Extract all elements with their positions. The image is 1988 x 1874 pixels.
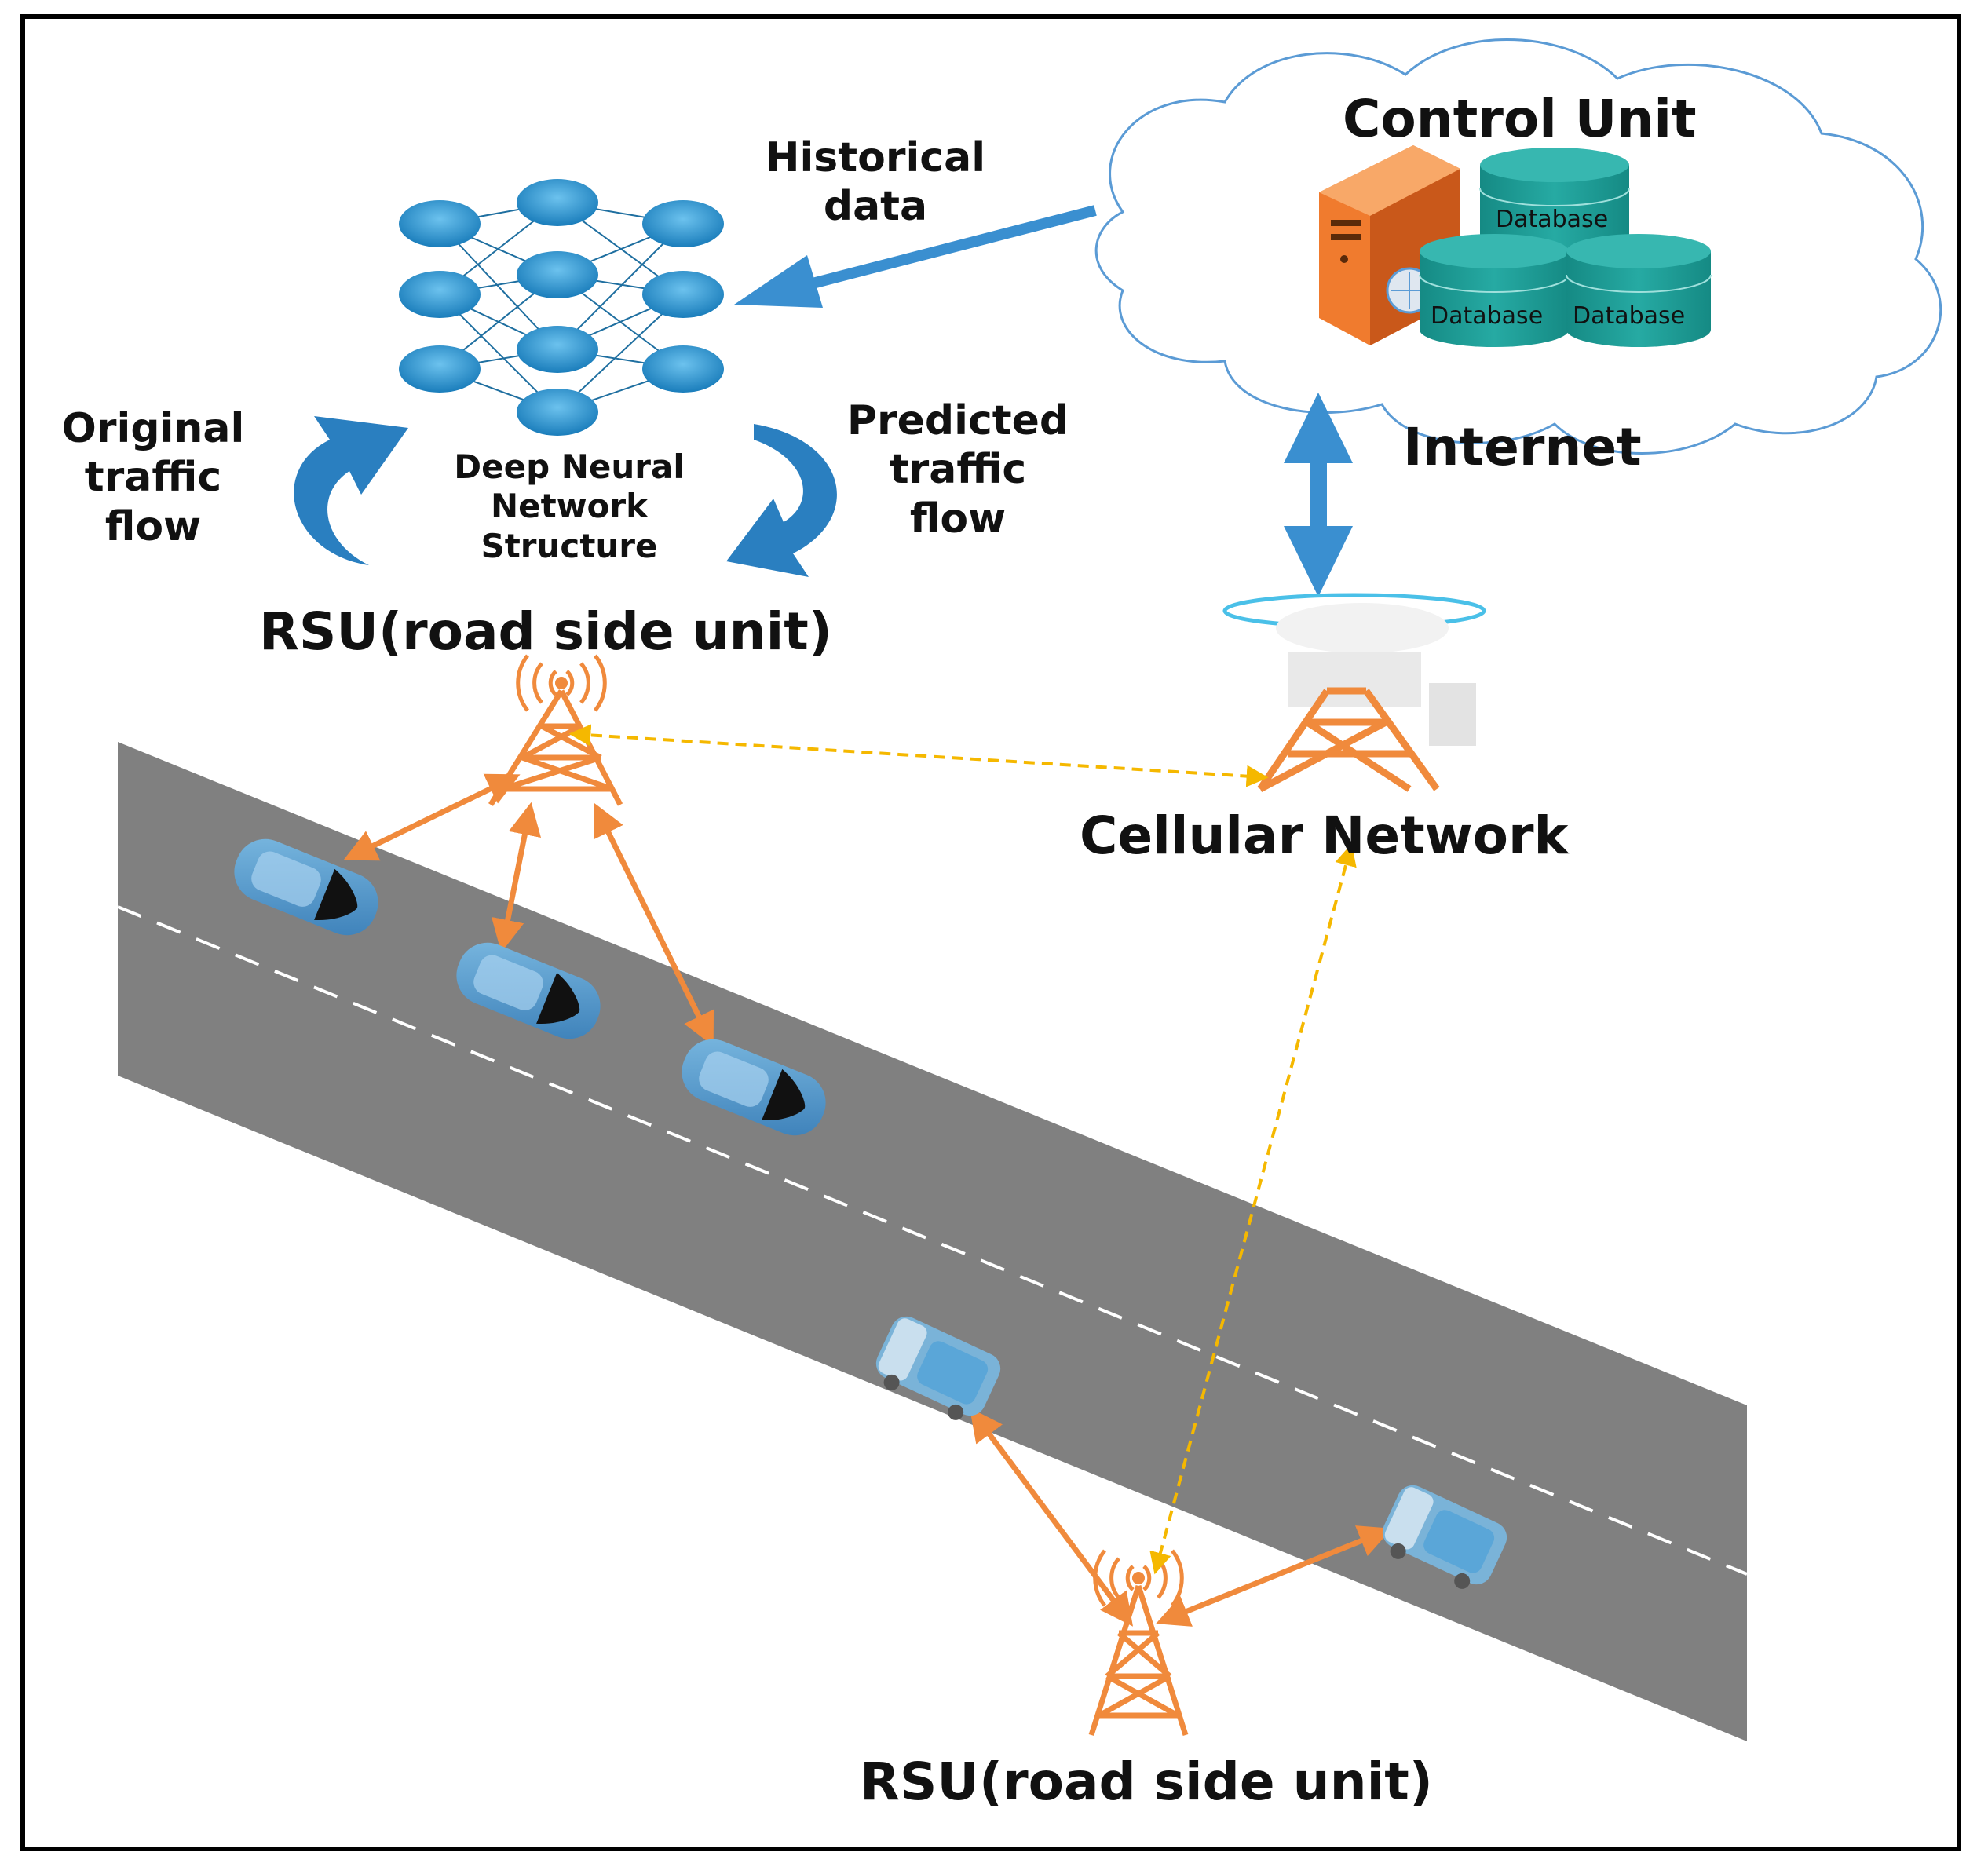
internet-label: Internet [1403,417,1642,477]
cellular-links [568,724,1357,1575]
dnn-line: Network [490,487,648,526]
control-unit-label: Control Unit [1343,89,1697,149]
dnn-label: Deep Neural Network Structure [424,447,714,566]
database-icon [1479,148,1630,257]
database-label: Database [1573,302,1686,330]
dnn-line: Deep Neural [454,447,685,486]
predicted-line: flow [909,495,1007,542]
cell-tower-icon [488,654,623,806]
historical-data-label: Historical data [758,133,993,232]
original-traffic-flow-label: Original traffic flow [47,404,259,551]
predicted-line: Predicted [846,397,1069,444]
cellular-network-label: Cellular Network [1080,805,1569,866]
neuron-nodes [399,179,724,436]
original-flow-arrow [294,416,408,565]
diagram-frame [20,14,1961,1851]
database-icon [1419,234,1570,347]
original-line: flow [104,502,202,550]
original-line: traffic [84,454,222,502]
neural-network-icon [439,202,684,413]
car-icon [234,838,378,936]
database-label: Database [1431,302,1544,330]
car-icon [682,1039,826,1136]
rsu-bottom-label: RSU(road side unit) [860,1752,1433,1812]
dnn-line: Structure [481,526,658,565]
predicted-flow-arrow [726,424,837,577]
rsu-vehicle-links-top [343,773,714,1047]
car-icon [456,942,601,1039]
van-icon [1382,1485,1507,1589]
database-icon [1566,234,1712,347]
historical-data-line: data [823,183,928,231]
historical-data-arrow [734,205,1097,308]
predicted-traffic-flow-label: Predicted traffic flow [840,396,1076,543]
database-label: Database [1496,206,1609,233]
van-icon [875,1316,1001,1420]
rsu-top-label: RSU(road side unit) [259,601,832,662]
cellular-base-station-icon [1222,593,1486,792]
predicted-line: traffic [889,446,1027,494]
cell-tower-icon [1088,1549,1189,1737]
historical-data-line: Historical [765,134,986,181]
original-line: Original [61,405,245,452]
internet-double-arrow [1284,393,1353,597]
